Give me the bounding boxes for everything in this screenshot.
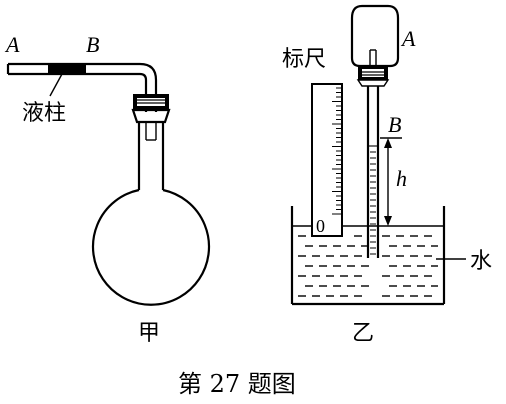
water-body xyxy=(298,235,438,297)
caption-yi: 乙 xyxy=(352,321,374,346)
label-a-jia: A xyxy=(4,32,20,57)
label-b-yi: B xyxy=(388,112,401,137)
label-a-yi: A xyxy=(400,26,416,51)
scale-ruler xyxy=(311,83,343,237)
ruler-zero-mark: 0 xyxy=(316,216,325,236)
label-b-jia: B xyxy=(86,32,99,57)
rubber-stopper xyxy=(131,94,171,124)
liquid-column-label: 液柱 xyxy=(22,101,66,126)
liquid-column xyxy=(48,64,86,74)
height-label: h xyxy=(396,166,407,191)
height-arrow xyxy=(384,138,392,226)
round-flask xyxy=(91,122,211,306)
figure-jia: A B 液柱 甲 xyxy=(4,32,211,346)
ruler-label: 标尺 xyxy=(282,47,326,72)
figure-yi: 水 0 标尺 A xyxy=(282,4,492,346)
bottle xyxy=(350,4,400,87)
glass-tube-yi xyxy=(366,86,380,258)
figure-caption: 第 27 题图 xyxy=(178,370,296,398)
caption-jia: 甲 xyxy=(138,321,160,346)
water-label: 水 xyxy=(470,249,492,274)
liquid-column-leader xyxy=(49,73,63,97)
